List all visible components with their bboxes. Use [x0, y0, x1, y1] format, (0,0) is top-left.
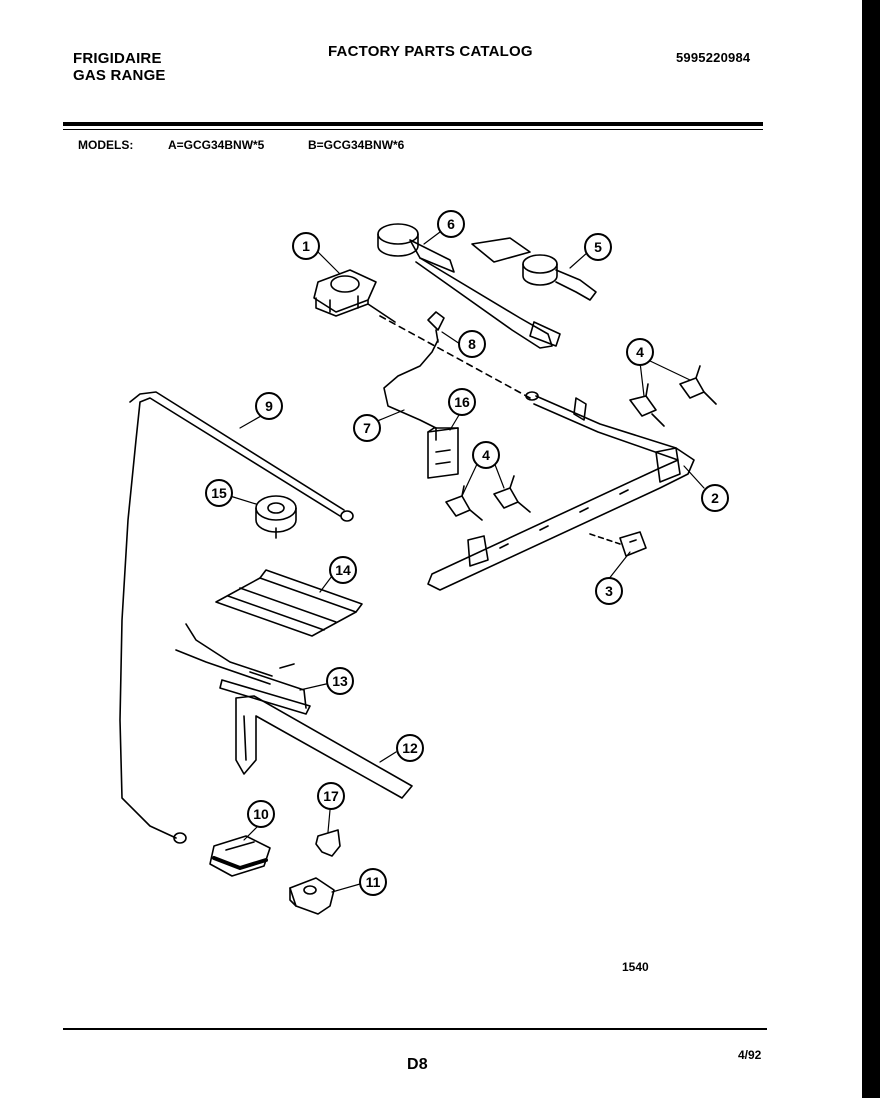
part-14-shield	[215, 569, 363, 637]
callout-circle-10	[247, 800, 275, 828]
part-9-oven-tube	[119, 391, 354, 844]
callout-10: 10	[253, 806, 269, 822]
product-type: GAS RANGE	[73, 67, 166, 84]
callout-16: 16	[454, 394, 470, 410]
callout-2: 2	[711, 490, 719, 506]
catalog-number: 5995220984	[676, 50, 751, 65]
callout-14: 14	[335, 562, 351, 578]
callout-circle-12	[396, 734, 424, 762]
part-5-top-burner	[471, 237, 597, 301]
callout-circle-13	[326, 667, 354, 695]
callout-circle-11	[359, 868, 387, 896]
part-2-manifold	[427, 391, 695, 591]
callout-1: 1	[302, 238, 310, 254]
callout-circle-9	[255, 392, 283, 420]
footer-rule	[63, 1028, 767, 1030]
callout-circle-2	[701, 484, 729, 512]
part-4-valve-lower	[445, 475, 531, 521]
callout-circle-4b	[472, 441, 500, 469]
part-10-switch	[209, 835, 271, 877]
callout-13: 13	[332, 673, 348, 689]
part-6-top-burner	[377, 223, 561, 349]
part-1-valve	[313, 269, 396, 323]
callout-circle-5	[584, 233, 612, 261]
callout-8: 8	[468, 336, 476, 352]
part-15-nut	[255, 495, 297, 539]
callout-5: 5	[594, 239, 602, 255]
callout-circle-8	[458, 330, 486, 358]
callout-4-upper: 4	[636, 344, 644, 360]
brand-name: FRIGIDAIRE	[73, 50, 162, 67]
model-b: B=GCG34BNW*6	[308, 138, 405, 152]
callout-4-lower: 4	[482, 447, 490, 463]
callout-12: 12	[402, 740, 418, 756]
part-16-spark-module	[427, 427, 459, 479]
header-rule	[63, 122, 763, 126]
part-13-oven-burner	[175, 623, 311, 715]
callout-17: 17	[323, 788, 339, 804]
models-label: MODELS:	[78, 138, 134, 152]
callout-circle-4a	[626, 338, 654, 366]
callout-circle-17	[317, 782, 345, 810]
part-12-burner-tube	[235, 695, 413, 799]
part-11-bracket	[289, 877, 335, 915]
callout-circle-16	[448, 388, 476, 416]
callout-circle-7	[353, 414, 381, 442]
part-17-clip	[315, 829, 341, 857]
callout-circle-1	[292, 232, 320, 260]
callout-circle-6	[437, 210, 465, 238]
footer-date: 4/92	[738, 1048, 762, 1062]
figure-number: 1540	[622, 960, 649, 974]
callout-9: 9	[265, 398, 273, 414]
callout-circle-15	[205, 479, 233, 507]
page-code: D8	[407, 1056, 428, 1073]
part-3-bracket	[589, 531, 647, 557]
callout-15: 15	[211, 485, 227, 501]
callout-11: 11	[366, 874, 381, 890]
callout-circle-14	[329, 556, 357, 584]
part-7-tubing	[383, 339, 439, 441]
part-4-valve-upper	[629, 365, 717, 427]
model-a: A=GCG34BNW*5	[168, 138, 265, 152]
callout-6: 6	[447, 216, 455, 232]
callout-circle-3	[595, 577, 623, 605]
header-rule-thin	[63, 129, 763, 130]
callout-3: 3	[605, 583, 613, 599]
scan-edge	[862, 0, 880, 1098]
catalog-title: FACTORY PARTS CATALOG	[328, 43, 533, 60]
callout-7: 7	[363, 420, 371, 436]
